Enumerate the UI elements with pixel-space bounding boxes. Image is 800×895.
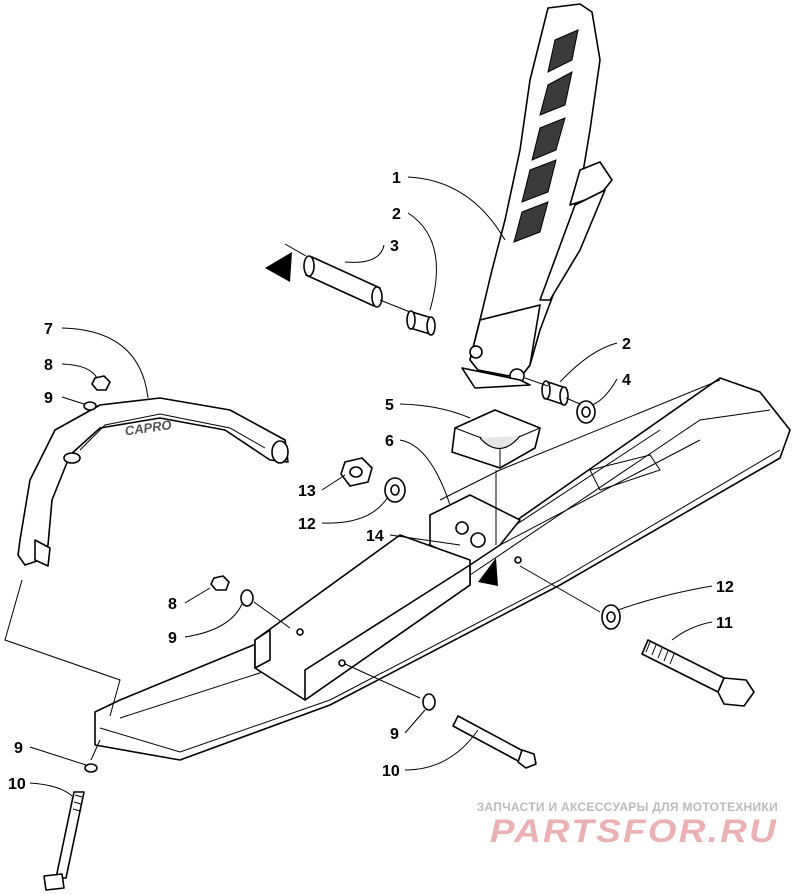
- callout-10-rear: 10: [382, 763, 400, 780]
- callout-14: 14: [366, 528, 384, 545]
- ski-washer-rear: [422, 693, 436, 711]
- ski-washer-front: [240, 589, 254, 607]
- ski-handle: CAPRO: [17, 397, 289, 567]
- arrow-indicator-top: [265, 252, 292, 282]
- callout-12-lower: 12: [716, 579, 734, 596]
- rubber-bumper: [451, 409, 541, 469]
- lock-nut: [340, 457, 373, 487]
- axle-pin: [284, 243, 411, 313]
- spindle-bolt: [641, 639, 755, 707]
- bushing-left: [406, 310, 436, 336]
- ski-bolt-rear: [452, 715, 537, 769]
- callout-1: 1: [392, 170, 401, 187]
- callout-11: 11: [716, 615, 733, 632]
- handle-logo-text: CAPRO: [124, 417, 173, 438]
- callout-7: 7: [44, 321, 53, 338]
- leader-lines: [29, 176, 713, 797]
- handle-washer-lower: [84, 763, 98, 773]
- callout-13: 13: [298, 483, 316, 500]
- watermark-logo-text: PARTSFOR.RU: [490, 813, 778, 849]
- callout-12-upper: 12: [298, 516, 316, 533]
- spacer-washer: [576, 400, 596, 424]
- callout-3: 3: [390, 238, 399, 255]
- callout-4: 4: [622, 372, 631, 389]
- ski-nut-front: [210, 575, 230, 591]
- callouts: 1 2 3 7 8 9 2 4 5 6 13 12 14 8 9 12 11 9…: [8, 170, 734, 793]
- callout-9-lower: 9: [14, 740, 23, 757]
- flat-washer-lower: [601, 604, 621, 630]
- handle-washer-upper: [83, 401, 97, 411]
- arrow-indicator-mid: [478, 558, 498, 586]
- flat-washer-upper: [384, 477, 406, 503]
- handle-assembly-line: [4, 579, 121, 717]
- callout-8-handle: 8: [44, 357, 53, 374]
- spindle: [461, 3, 613, 389]
- handle-bolt-lower: [43, 791, 85, 891]
- callout-8-ski: 8: [168, 596, 177, 613]
- callout-9-rear: 9: [390, 726, 399, 743]
- callout-10-lower: 10: [8, 776, 26, 793]
- callout-2-right: 2: [622, 336, 631, 353]
- callout-9-ski: 9: [168, 630, 177, 647]
- handle-nut-upper: [91, 375, 111, 391]
- callout-6: 6: [385, 433, 394, 450]
- saddle-mount: [254, 494, 522, 701]
- watermark-tagline: ЗАПЧАСТИ И АКСЕССУАРЫ ДЛЯ МОТОТЕХНИКИ: [476, 800, 778, 814]
- callout-9-handle: 9: [44, 390, 53, 407]
- callout-2-left: 2: [392, 206, 401, 223]
- callout-5: 5: [385, 397, 394, 414]
